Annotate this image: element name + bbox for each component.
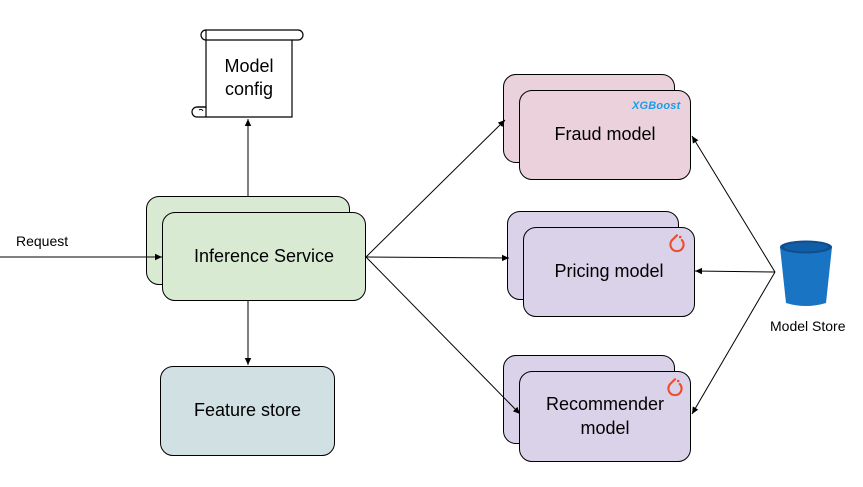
arrow-service-to-fraud xyxy=(365,119,506,258)
arrow-service-to-pricing xyxy=(365,254,510,262)
fraud-model-box[interactable] xyxy=(519,90,691,180)
request-label: Request xyxy=(16,233,69,249)
xgboost-logo: XGBoost xyxy=(632,100,681,112)
pricing-model-box[interactable] xyxy=(523,227,695,317)
feature-store-label: Feature store xyxy=(193,400,302,421)
pytorch-icon xyxy=(669,234,685,253)
inference-service-label: Inference Service xyxy=(193,245,335,266)
bucket-icon[interactable] xyxy=(778,239,834,307)
feature-store-box[interactable] xyxy=(160,366,335,456)
pricing-model-label: Pricing model xyxy=(554,261,664,282)
arrow-service-to-recommender xyxy=(365,256,521,415)
recommender-model-label: Recommender model xyxy=(545,394,665,438)
model-config-scroll[interactable] xyxy=(190,27,304,123)
model-config-label: Model config xyxy=(224,55,274,99)
pytorch-icon xyxy=(667,378,683,397)
arrow-store-to-recommender xyxy=(691,271,776,415)
inference-service-box[interactable] xyxy=(162,212,366,301)
recommender-model-box[interactable] xyxy=(519,371,691,462)
fraud-model-label: Fraud model xyxy=(554,124,656,145)
model-store-label: Model Store xyxy=(770,318,846,334)
arrow-store-to-pricing xyxy=(694,267,776,275)
arrow-store-to-fraud xyxy=(691,135,776,273)
